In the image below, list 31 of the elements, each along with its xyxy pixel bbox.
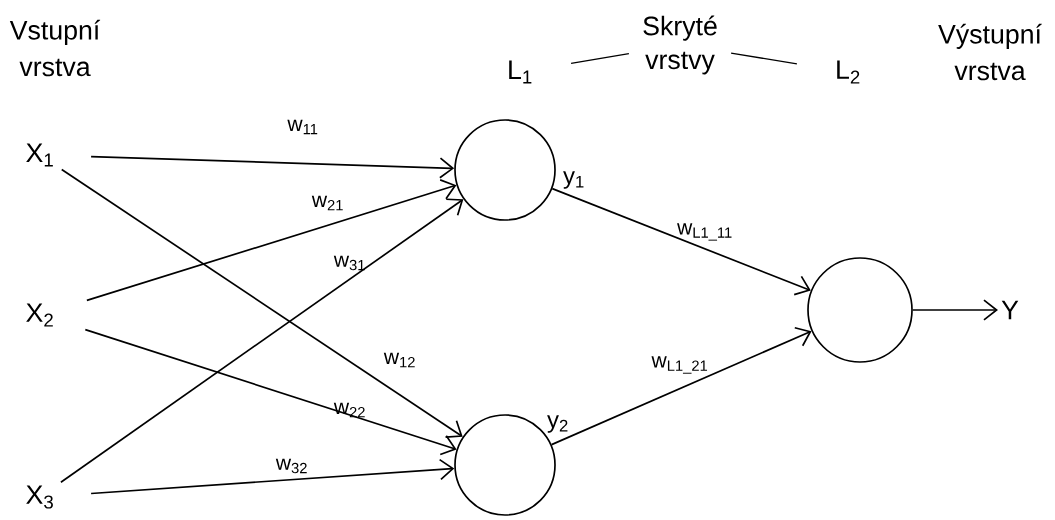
arrow	[550, 326, 812, 446]
weight-label: w$_{31}$	[333, 255, 365, 271]
layer-label: L$_{1}$	[509, 60, 532, 84]
weight-label: w$_{11}$	[287, 119, 318, 135]
connector-line	[730, 52, 798, 65]
variable-label: X$_{2}$	[26, 303, 53, 327]
arrow	[86, 179, 457, 302]
weight-label: w$_{L1_11}$	[677, 223, 732, 241]
layer-label: Výstupní vrstva	[938, 23, 1042, 81]
connector-line	[570, 52, 630, 64]
neuron-circle	[454, 119, 556, 221]
arrow	[551, 187, 811, 296]
output-label: y$_{1}$	[563, 171, 584, 189]
arrow	[60, 198, 464, 484]
output-label: y$_{2}$	[547, 415, 568, 433]
arrow	[90, 155, 455, 179]
variable-label: X$_{1}$	[26, 143, 53, 167]
layer-label: Skryté vrstvy	[643, 15, 717, 75]
arrow	[60, 168, 463, 439]
weight-label: w$_{32}$	[275, 458, 307, 474]
arrow	[912, 299, 998, 321]
arrow	[90, 458, 455, 495]
variable-label: X$_{3}$	[26, 485, 53, 509]
weight-label: w$_{12}$	[383, 352, 415, 368]
layer-label: L$_{2}$	[837, 60, 860, 84]
weight-label: w$_{L1_21}$	[651, 356, 708, 374]
layer-label: Vstupní vrstva	[9, 19, 101, 77]
variable-label: Y	[1001, 300, 1019, 320]
neuron-circle	[807, 257, 913, 363]
arrow	[84, 328, 457, 456]
weight-label: w$_{21}$	[311, 195, 343, 211]
